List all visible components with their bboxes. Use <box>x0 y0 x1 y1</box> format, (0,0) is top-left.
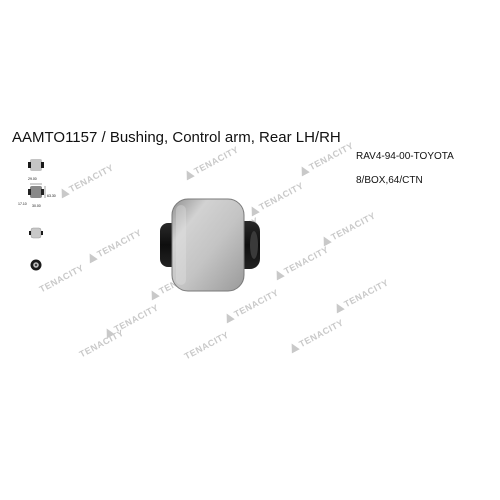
watermark-logo: TENACITY <box>103 302 160 339</box>
watermark-logo: TENACITY <box>273 244 330 281</box>
watermark-logo: TENACITY <box>183 144 240 181</box>
brand-mark-icon <box>273 268 285 281</box>
watermark-logo: TENACITY <box>77 327 126 360</box>
dimension-label: 30.00 <box>32 204 41 208</box>
brand-mark-icon <box>288 341 300 354</box>
bushing-image <box>160 198 260 292</box>
brand-mark-icon <box>103 326 115 339</box>
brand-mark-icon <box>333 301 345 314</box>
thumbnail-strip: 29.00 17.10 30.00 63.30 <box>18 150 58 280</box>
thumbnail-side-view[interactable] <box>29 226 43 244</box>
product-title: AAMTO1157 / Bushing, Control arm, Rear L… <box>12 129 341 146</box>
brand-mark-icon <box>298 164 310 177</box>
vehicle-application: RAV4-94-00-TOYOTA <box>356 151 454 162</box>
packaging-info: 8/BOX,64/CTN <box>356 175 423 186</box>
thumbnail-photo[interactable] <box>28 158 44 177</box>
brand-mark-icon <box>58 186 70 199</box>
watermark-logo: TENACITY <box>86 227 143 264</box>
thumbnail-dimension-drawing[interactable]: 29.00 17.10 30.00 63.30 <box>18 177 58 208</box>
watermark-logo: TENACITY <box>333 277 390 314</box>
brand-mark-icon <box>86 251 98 264</box>
watermark-logo: TENACITY <box>320 210 377 247</box>
watermark-logo: TENACITY <box>182 329 231 362</box>
brand-mark-icon <box>223 311 235 324</box>
watermark-logo: TENACITY <box>58 162 115 199</box>
watermark-logo: TENACITY <box>288 317 345 354</box>
brand-mark-icon <box>320 234 332 247</box>
dimension-label: 63.30 <box>47 194 56 198</box>
brand-mark-icon <box>183 168 195 181</box>
dimension-label: 29.00 <box>28 177 37 181</box>
thumbnail-end-view[interactable] <box>30 258 42 276</box>
product-image-viewer[interactable] <box>150 185 270 305</box>
dimension-label: 17.10 <box>18 202 27 206</box>
